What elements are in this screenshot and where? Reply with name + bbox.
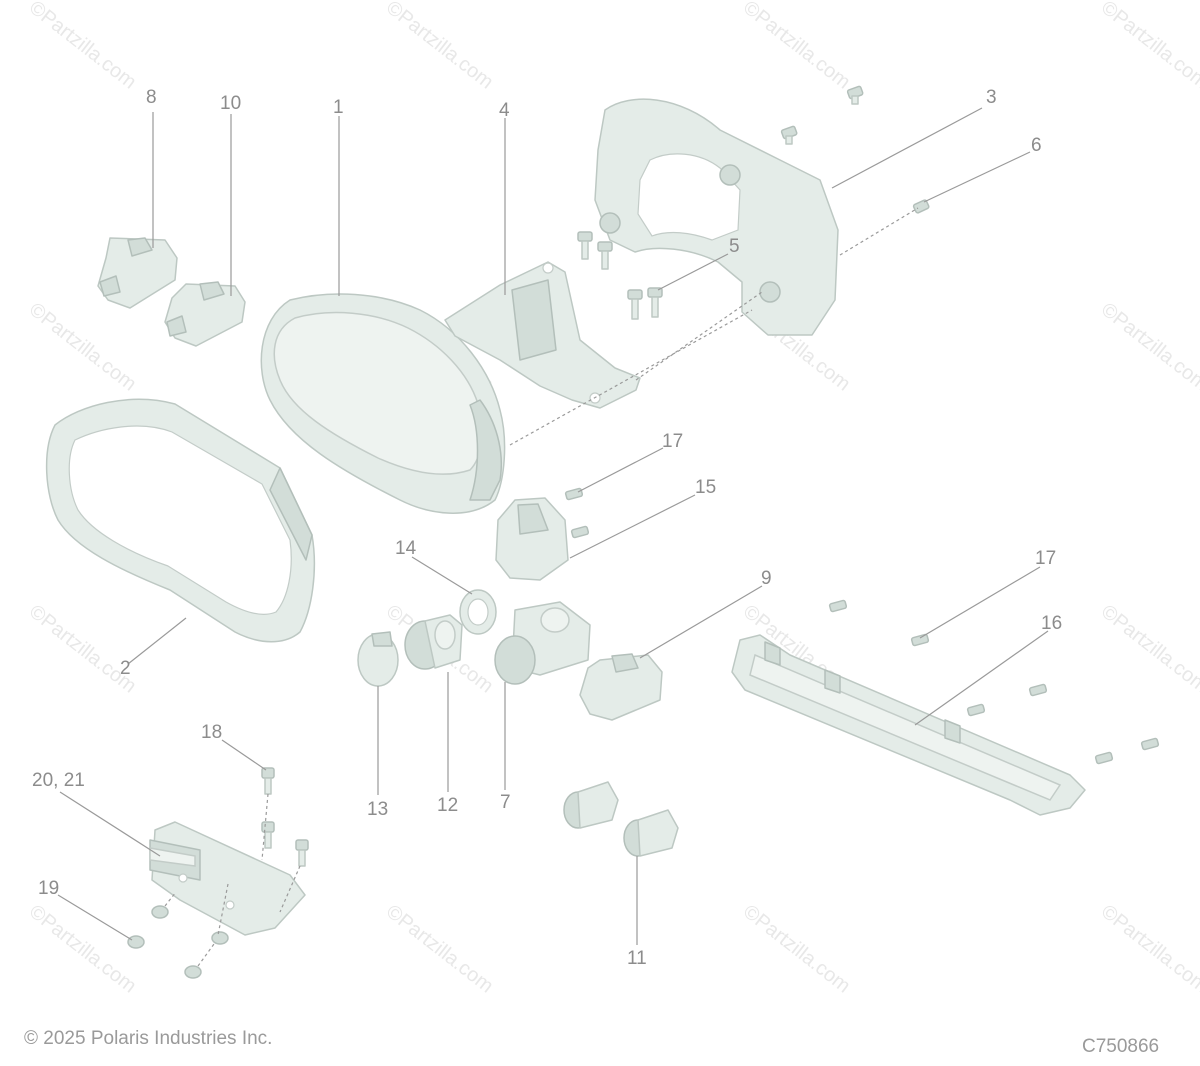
callouts: 8 10 1 4 3 6 5 17 15 14 9 17 16 2 18 20,… (32, 87, 1062, 969)
callout-6: 6 (1031, 135, 1042, 156)
callout-13: 13 (367, 799, 388, 820)
screw[interactable] (1094, 751, 1114, 765)
part-20-21-module[interactable] (149, 821, 306, 936)
part-16-light-bar[interactable] (731, 634, 1086, 816)
screw[interactable] (570, 525, 590, 539)
callout-2: 2 (120, 658, 131, 679)
callout-11: 11 (627, 948, 647, 969)
callout-7: 7 (500, 792, 511, 813)
watermark: ©Partzilla.com (1097, 601, 1200, 698)
screw[interactable] (295, 839, 309, 867)
copyright-notice: © 2025 Polaris Industries Inc. (24, 1028, 273, 1049)
callout-18: 18 (201, 722, 222, 743)
part-7-ignition-switch[interactable] (494, 601, 591, 685)
screw[interactable] (597, 241, 613, 270)
watermark: ©Partzilla.com (739, 0, 854, 93)
watermark: ©Partzilla.com (25, 601, 140, 698)
callout-9: 9 (761, 568, 772, 589)
part-4-bracket[interactable] (444, 261, 641, 409)
watermark: ©Partzilla.com (382, 901, 497, 998)
callout-10: 10 (220, 93, 241, 114)
screw[interactable] (828, 599, 848, 613)
screw[interactable] (1028, 683, 1048, 697)
diagram-code: C750866 (1082, 1036, 1160, 1057)
assembly-lines (164, 207, 919, 967)
part-15-switch-block[interactable] (495, 497, 569, 581)
callout-12: 12 (437, 795, 458, 816)
part-13-cap[interactable] (357, 631, 399, 687)
leader-lines (57, 107, 1049, 945)
callout-14: 14 (395, 538, 417, 559)
part-3-rear-housing[interactable] (594, 98, 839, 336)
callout-20-21: 20, 21 (32, 770, 85, 791)
screw[interactable] (647, 287, 663, 318)
callout-17: 17 (662, 431, 683, 452)
watermark: ©Partzilla.com (1097, 0, 1200, 93)
screw[interactable] (912, 199, 930, 214)
part-19-nuts[interactable] (127, 905, 229, 979)
screw[interactable] (780, 125, 798, 145)
screw[interactable] (261, 767, 275, 795)
watermark: ©Partzilla.com (1097, 299, 1200, 396)
screw[interactable] (910, 633, 930, 647)
watermark: ©Partzilla.com (25, 901, 140, 998)
callout-15: 15 (695, 477, 716, 498)
part-12-socket[interactable] (404, 614, 463, 670)
watermark: ©Partzilla.com (739, 901, 854, 998)
part-14-ring[interactable] (459, 589, 497, 635)
screw[interactable] (577, 231, 593, 260)
callout-1: 1 (333, 97, 344, 118)
part-2-bezel[interactable] (45, 398, 316, 643)
callout-16: 16 (1041, 613, 1062, 634)
callout-4: 4 (499, 100, 510, 121)
watermark: ©Partzilla.com (1097, 901, 1200, 998)
watermark: ©Partzilla.com (382, 0, 497, 93)
screw[interactable] (966, 703, 986, 717)
callout-5: 5 (729, 236, 740, 257)
part-9-switch[interactable] (579, 653, 663, 721)
callout-17: 17 (1035, 548, 1056, 569)
part-11-connectors[interactable] (563, 781, 679, 857)
watermark: ©Partzilla.com (25, 0, 140, 93)
callout-8: 8 (146, 87, 157, 108)
callout-3: 3 (986, 87, 997, 108)
part-10-switch[interactable] (164, 281, 246, 347)
screw[interactable] (846, 85, 864, 105)
screw[interactable] (1140, 737, 1160, 751)
part-8-switch[interactable] (97, 237, 178, 309)
screw[interactable] (261, 821, 275, 849)
screw[interactable] (564, 487, 584, 501)
part-1-display-cluster[interactable] (260, 293, 506, 514)
callout-19: 19 (38, 878, 59, 899)
screw[interactable] (627, 289, 643, 320)
watermark: ©Partzilla.com (25, 299, 140, 396)
